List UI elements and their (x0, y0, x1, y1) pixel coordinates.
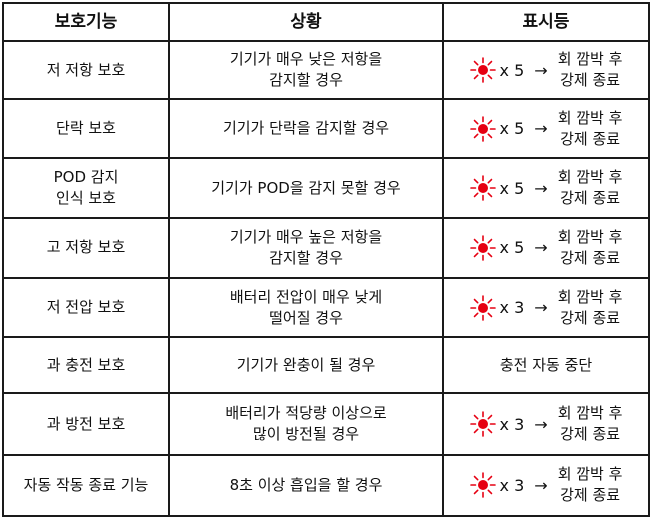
indicator-cell: x 3 → 회 깜박 후 강제 종료 (442, 392, 650, 456)
blink-count: x 5 (499, 238, 525, 258)
red-led-icon (469, 235, 496, 261)
function-cell: 저 전압 보호 (2, 276, 170, 339)
arrow-right-icon: → (534, 238, 548, 258)
arrow-right-icon: → (534, 119, 548, 139)
function-cell: 자동 작동 종료 기능 (2, 453, 170, 518)
function-cell: 고 저항 보호 (2, 216, 170, 279)
header-row: 보호기능 상황 표시등 (2, 2, 650, 42)
indicator-cell: x 5 → 회 깜박 후 강제 종료 (442, 98, 650, 160)
blink-count: x 5 (499, 178, 525, 198)
situation-cell: 기기가 매우 높은 저항을 감지할 경우 (168, 216, 444, 279)
arrow-right-icon: → (534, 414, 548, 434)
arrow-right-icon: → (534, 298, 548, 318)
indicator-group: x 5 → 회 깜박 후 강제 종료 (450, 227, 642, 269)
indicator-group: x 5 → 회 깜박 후 강제 종료 (450, 49, 642, 91)
indicator-result: 회 깜박 후 강제 종료 (557, 227, 623, 267)
indicator-result: 회 깜박 후 강제 종료 (557, 465, 623, 505)
indicator-cell: x 5 → 회 깜박 후 강제 종료 (442, 216, 650, 279)
function-cell: 과 방전 보호 (2, 392, 170, 456)
situation-cell: 기기가 POD을 감지 못할 경우 (168, 157, 444, 219)
blink-count: x 3 (499, 298, 525, 318)
arrow-right-icon: → (534, 475, 548, 495)
indicator-cell: x 5 → 회 깜박 후 강제 종료 (442, 39, 650, 101)
indicator-result: 회 깜박 후 강제 종료 (557, 168, 623, 208)
situation-cell: 기기가 매우 낮은 저항을 감지할 경우 (168, 39, 444, 101)
arrow-right-icon: → (534, 178, 548, 198)
blink-count: x 3 (499, 414, 525, 434)
indicator-group: x 3 → 회 깜박 후 강제 종료 (450, 287, 642, 329)
red-led-icon (469, 57, 496, 83)
header-indicator: 표시등 (442, 2, 650, 42)
indicator-cell: x 3 → 회 깜박 후 강제 종료 (442, 276, 650, 339)
indicator-cell: x 3 → 회 깜박 후 강제 종료 (442, 453, 650, 518)
arrow-right-icon: → (534, 60, 548, 80)
situation-cell: 8초 이상 흡입을 할 경우 (168, 453, 444, 518)
indicator-group: x 3 → 회 깜박 후 강제 종료 (450, 464, 642, 506)
situation-cell: 배터리가 적당량 이상으로 많이 방전될 경우 (168, 392, 444, 456)
situation-cell: 기기가 단락을 감지할 경우 (168, 98, 444, 160)
situation-cell: 배터리 전압이 매우 낮게 떨어질 경우 (168, 276, 444, 339)
indicator-cell: 충전 자동 중단 (442, 336, 650, 395)
indicator-result: 회 깜박 후 강제 종료 (557, 287, 623, 327)
function-cell: 저 저항 보호 (2, 39, 170, 101)
indicator-group: x 5 → 회 깜박 후 강제 종료 (450, 108, 642, 150)
indicator-result: 회 깜박 후 강제 종료 (557, 108, 623, 148)
function-cell: 과 충전 보호 (2, 336, 170, 395)
indicator-result: 회 깜박 후 강제 종료 (557, 404, 623, 444)
red-led-icon (469, 116, 496, 142)
header-function: 보호기능 (2, 2, 170, 42)
blink-count: x 5 (499, 119, 525, 139)
red-led-icon (469, 175, 496, 201)
blink-count: x 5 (499, 60, 525, 80)
red-led-icon (469, 294, 496, 321)
function-cell: POD 감지 인식 보호 (2, 157, 170, 219)
indicator-group: x 3 → 회 깜박 후 강제 종료 (450, 403, 642, 445)
indicator-text: 충전 자동 중단 (499, 355, 593, 374)
situation-cell: 기기가 완충이 될 경우 (168, 336, 444, 395)
indicator-cell: x 5 → 회 깜박 후 강제 종료 (442, 157, 650, 219)
blink-count: x 3 (499, 475, 525, 495)
indicator-group: x 5 → 회 깜박 후 강제 종료 (450, 167, 642, 209)
function-cell: 단락 보호 (2, 98, 170, 160)
red-led-icon (469, 411, 496, 437)
indicator-result: 회 깜박 후 강제 종료 (557, 50, 623, 90)
red-led-icon (469, 472, 496, 499)
header-situation: 상황 (168, 2, 444, 42)
